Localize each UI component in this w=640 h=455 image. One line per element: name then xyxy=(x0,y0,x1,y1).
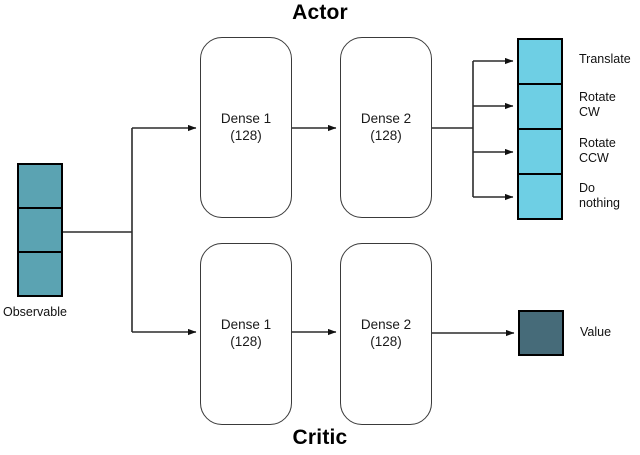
critic-dense-2-units: (128) xyxy=(370,334,402,349)
observable-input-stack xyxy=(17,163,63,297)
action-label-rotate-ccw: Rotate CCW xyxy=(579,136,616,166)
action-label-rotate-cw: Rotate CW xyxy=(579,90,616,120)
actor-dense-1-units: (128) xyxy=(230,127,262,143)
actor-dense-2-units: (128) xyxy=(370,127,402,143)
critic-dense-2-box: Dense 2 (128) xyxy=(340,243,432,425)
critic-dense-2-name: Dense 2 xyxy=(360,317,412,333)
action-segment-rotate-ccw xyxy=(519,128,561,173)
actor-section-title: Actor xyxy=(292,1,348,24)
observable-segment xyxy=(19,251,61,295)
value-output-box xyxy=(518,310,564,356)
action-output-stack xyxy=(517,38,563,220)
observable-label: Observable xyxy=(3,305,67,319)
critic-dense-1-name: Dense 1 xyxy=(220,317,272,333)
actor-dense-1-box: Dense 1 (128) xyxy=(200,37,292,218)
action-label-do-nothing: Do nothing xyxy=(579,181,621,211)
critic-dense-1-units: (128) xyxy=(230,334,262,349)
actor-dense-2-box: Dense 2 (128) xyxy=(340,37,432,218)
action-segment-do-nothing xyxy=(519,173,561,218)
action-label-translate: Translate xyxy=(579,52,631,66)
actor-dense-1-name: Dense 1 xyxy=(220,110,272,126)
critic-dense-1-box: Dense 1 (128) xyxy=(200,243,292,425)
action-segment-translate xyxy=(519,40,561,83)
actor-dense-2-name: Dense 2 xyxy=(360,110,412,126)
observable-segment xyxy=(19,165,61,207)
value-label: Value xyxy=(580,325,612,339)
observable-segment xyxy=(19,207,61,251)
action-segment-rotate-cw xyxy=(519,83,561,128)
critic-section-title: Critic xyxy=(292,426,348,449)
